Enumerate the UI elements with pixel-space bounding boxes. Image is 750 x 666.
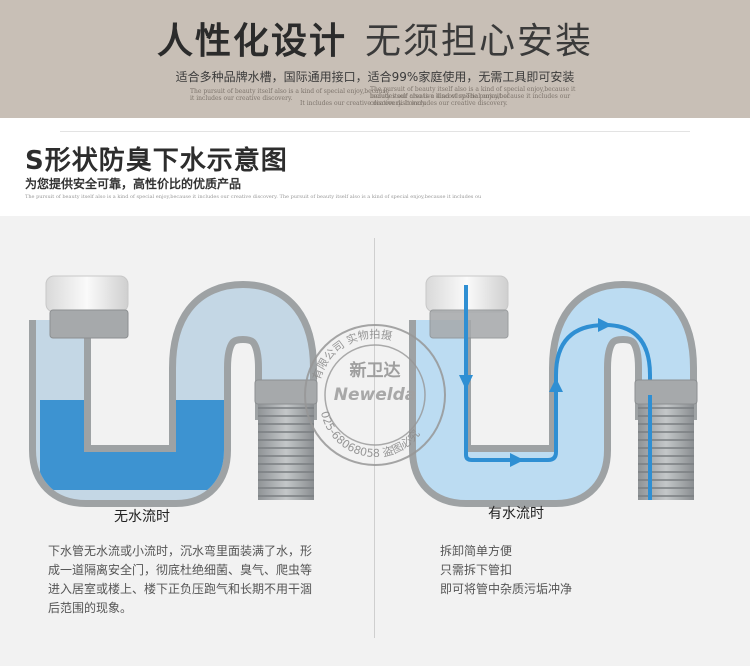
- watermark-stamp: 有限公司 实物拍摄 025-68068058 盗图必究 新卫达 Newelda: [300, 320, 450, 470]
- banner-tiny-text-2: The pursuit of beauty itself also is a k…: [370, 86, 576, 100]
- left-desc-line: 后范围的现象。: [48, 601, 133, 615]
- left-desc-line: 进入居室或楼上、楼下正负压跑气和长期不用干涸: [48, 582, 313, 596]
- right-desc-line: 拆卸简单方便: [440, 544, 513, 558]
- left-hose: [254, 379, 318, 500]
- stamp-brand-en: Newelda: [333, 385, 417, 405]
- banner-title-a: 人性化设计: [156, 21, 347, 62]
- section-divider: [60, 131, 690, 132]
- right-description: 拆卸简单方便 只需拆下管扣 即可将管中杂质污垢冲净: [440, 542, 700, 599]
- banner-tiny-text-4: It includes our creative discovery. It i…: [300, 100, 508, 107]
- section-tiny-text: The pursuit of beauty itself also is a k…: [25, 194, 482, 200]
- stamp-brand-cn: 新卫达: [349, 361, 401, 381]
- banner-title: 人性化设计无须担心安装: [0, 12, 750, 64]
- flow-arrow-up: [549, 378, 563, 392]
- banner-title-b: 无须担心安装: [365, 21, 594, 62]
- panel-divider: [374, 238, 375, 638]
- flow-arrow-right: [510, 453, 524, 467]
- right-desc-line: 只需拆下管扣: [440, 563, 513, 577]
- right-caption: 有水流时: [488, 506, 544, 522]
- section-header: [0, 118, 750, 214]
- flow-arrow-right-top: [598, 318, 612, 332]
- banner-tiny-text-3: beauty itself also is a kind of special …: [370, 93, 571, 107]
- left-desc-line: 成一道隔离安全门，彻底杜绝细菌、臭气、爬虫等: [48, 563, 313, 577]
- banner-tiny-text-1: The pursuit of beauty itself also is a k…: [190, 88, 390, 102]
- right-hose: [634, 379, 698, 500]
- left-description: 下水管无水流或小流时，沉水弯里面装满了水，形 成一道隔离安全门，彻底杜绝细菌、臭…: [48, 542, 363, 618]
- left-caption: 无水流时: [114, 509, 170, 525]
- banner-subtitle: 适合多种品牌水槽，国际通用接口，适合99%家庭使用，无需工具即可安装: [175, 70, 575, 84]
- flow-arrow-down-1: [459, 375, 473, 390]
- section-title: S形状防臭下水示意图: [25, 146, 288, 176]
- flow-arrow-path: [464, 285, 652, 500]
- right-desc-line: 即可将管中杂质污垢冲净: [440, 582, 573, 596]
- section-subtitle: 为您提供安全可靠，高性价比的优质产品: [25, 177, 242, 191]
- top-banner: [0, 0, 750, 118]
- left-desc-line: 下水管无水流或小流时，沉水弯里面装满了水，形: [48, 544, 313, 558]
